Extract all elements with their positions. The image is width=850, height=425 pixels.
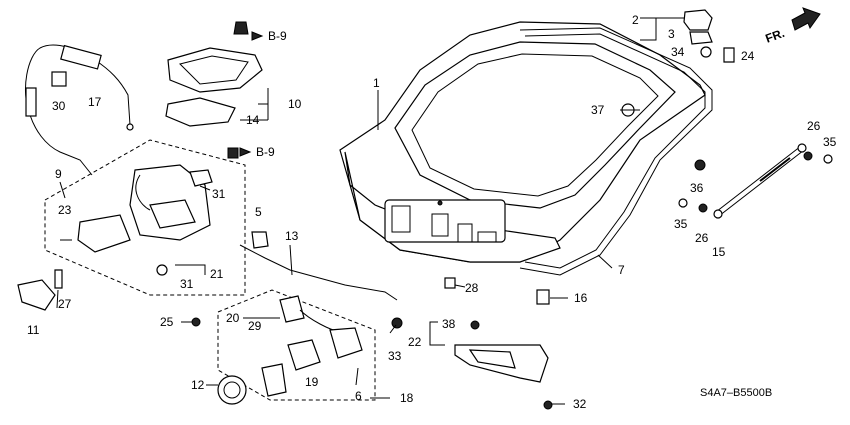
front-direction-label: FR. xyxy=(764,26,787,46)
callout-35-top: 35 xyxy=(823,135,837,149)
callout-17: 17 xyxy=(88,95,102,109)
callout-22: 22 xyxy=(408,335,422,349)
reference-b9-bottom: B-9 xyxy=(256,145,275,159)
callout-12: 12 xyxy=(191,378,205,392)
callout-13: 13 xyxy=(285,229,299,243)
latch-assembly xyxy=(44,139,246,296)
callout-26-top: 26 xyxy=(807,119,821,133)
callout-33: 33 xyxy=(388,349,402,363)
callout-15: 15 xyxy=(712,245,726,259)
diagram-code: S4A7–B5500B xyxy=(700,387,772,399)
lock-cylinder-assembly xyxy=(191,289,376,405)
callout-6: 6 xyxy=(355,389,362,403)
tailgate-handle xyxy=(165,21,263,159)
callout-7: 7 xyxy=(618,263,625,277)
gas-strut xyxy=(713,143,807,219)
callout-23: 23 xyxy=(58,203,72,217)
tailgate-hinge xyxy=(454,320,553,410)
callout-1: 1 xyxy=(373,76,380,90)
leader-lines xyxy=(56,17,684,405)
callout-5: 5 xyxy=(255,205,262,219)
release-cable xyxy=(24,44,134,176)
callout-27: 27 xyxy=(58,297,72,311)
callout-25: 25 xyxy=(160,315,174,329)
callout-2: 2 xyxy=(632,13,639,27)
reference-b9-top: B-9 xyxy=(268,29,287,43)
callout-16: 16 xyxy=(574,291,588,305)
callout-35: 35 xyxy=(674,217,688,231)
callout-9: 9 xyxy=(55,167,62,181)
callout-29: 29 xyxy=(248,319,262,333)
callout-21: 21 xyxy=(210,267,224,281)
latch-bracket xyxy=(17,269,63,311)
callout-28: 28 xyxy=(465,281,479,295)
callout-10: 10 xyxy=(288,97,302,111)
callout-34: 34 xyxy=(671,45,685,59)
callout-26: 26 xyxy=(695,231,709,245)
callout-14: 14 xyxy=(246,113,260,127)
callout-36: 36 xyxy=(690,181,704,195)
callout-18: 18 xyxy=(400,391,414,405)
front-direction-indicator xyxy=(791,7,821,31)
callout-37: 37 xyxy=(591,103,605,117)
callout-30: 30 xyxy=(52,99,66,113)
callout-labels: 1 2 3 34 24 37 26 35 36 35 26 15 7 16 28… xyxy=(27,13,837,411)
handle-switch-parts xyxy=(683,9,735,63)
latch-rod xyxy=(239,231,398,301)
callout-31: 31 xyxy=(180,277,194,291)
tailgate-assembly xyxy=(339,21,713,276)
callout-3: 3 xyxy=(668,27,675,41)
callout-38: 38 xyxy=(442,317,456,331)
callout-32: 32 xyxy=(573,397,587,411)
callout-20: 20 xyxy=(226,311,240,325)
callout-19: 19 xyxy=(305,375,319,389)
callout-31-top: 31 xyxy=(212,187,226,201)
callout-11: 11 xyxy=(27,323,40,337)
callout-24: 24 xyxy=(741,49,755,63)
